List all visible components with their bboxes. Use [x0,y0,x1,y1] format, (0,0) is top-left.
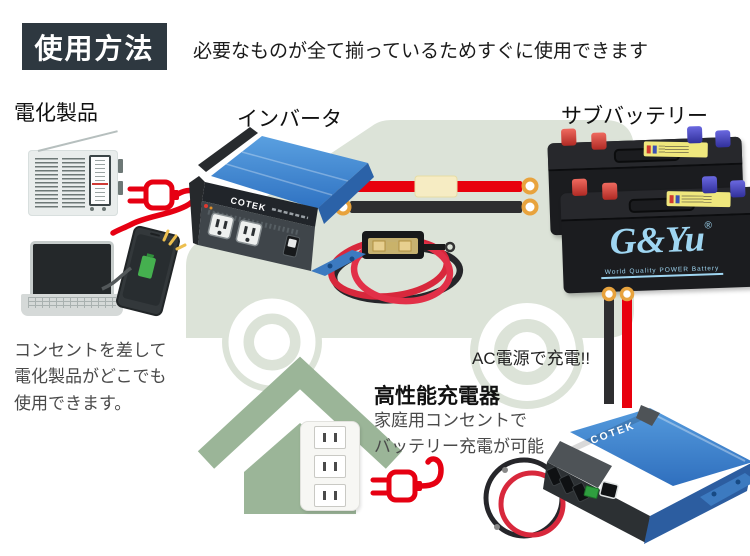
section-badge: 使用方法 [22,23,167,70]
label-charger: 高性能充電器 [374,385,500,408]
note-line: 使用できます。 [14,393,132,413]
label-sub-battery: サブバッテリー [561,105,708,128]
radio-vents [62,158,85,208]
ring-terminal [444,241,456,253]
ring-terminal [619,286,635,302]
ring-terminal [521,177,539,195]
car-wheel-left [222,292,322,392]
radio-icon [28,130,123,216]
note-line: バッテリー充電が可能 [374,437,544,457]
usb-cable [101,266,133,291]
charge-cable-red [619,286,635,408]
label-appliances: 電化製品 [14,102,98,125]
radio-button [118,181,123,195]
ac-outlet [235,219,263,247]
power-plug-icon [110,179,198,236]
charge-cable-black [601,286,617,404]
appliances-note: コンセントを差して 電化製品がどこでも 使用できます。 [14,338,167,417]
note-line: コンセントを差して [14,341,167,360]
radio-button [118,159,123,173]
radio-knob [102,207,106,211]
ring-terminal [502,467,508,473]
ac-outlet [207,212,235,240]
fuse-cable-kit [327,231,464,305]
note-line: 家庭用コンセントで [374,411,527,430]
car-silhouette [186,120,634,338]
ac-inlet [599,480,619,500]
ring-terminal [494,524,500,530]
ring-terminal [521,198,539,216]
radio-vents [35,158,58,208]
power-switch [282,234,301,258]
laptop-keyboard [21,294,123,316]
ac-charge-note: AC電源で充電!! [472,349,591,368]
label-inverter: インバータ [237,108,342,131]
inverter-device: COTEK [189,127,374,276]
wall-outlet-icon [300,421,360,511]
led-indicator [204,204,208,208]
power-plug-icon [370,456,444,503]
charger-note: 家庭用コンセントで バッテリー充電が可能 [374,408,544,461]
inverter-brand-band [202,182,318,227]
outlet-socket [314,425,346,449]
car-wheel-right [470,295,584,409]
outlet-socket [314,483,346,507]
dc-terminal-posts [546,466,590,503]
radio-tuner [89,155,111,206]
header-subtitle: 必要なものが全て揃っているためすぐに使用できます [193,41,649,62]
ring-terminal [601,286,617,302]
outlet-socket [314,454,346,478]
led-indicator [209,206,213,210]
sparkle-icon [162,229,187,251]
dc-connector-green [583,485,600,499]
note-line: 電化製品がどこでも [14,367,167,387]
mounting-flange [311,250,366,276]
radio-knob [90,207,94,211]
battery-cable-black [334,198,539,216]
inline-fuse [414,175,458,198]
charger-device: COTEK [543,405,750,544]
